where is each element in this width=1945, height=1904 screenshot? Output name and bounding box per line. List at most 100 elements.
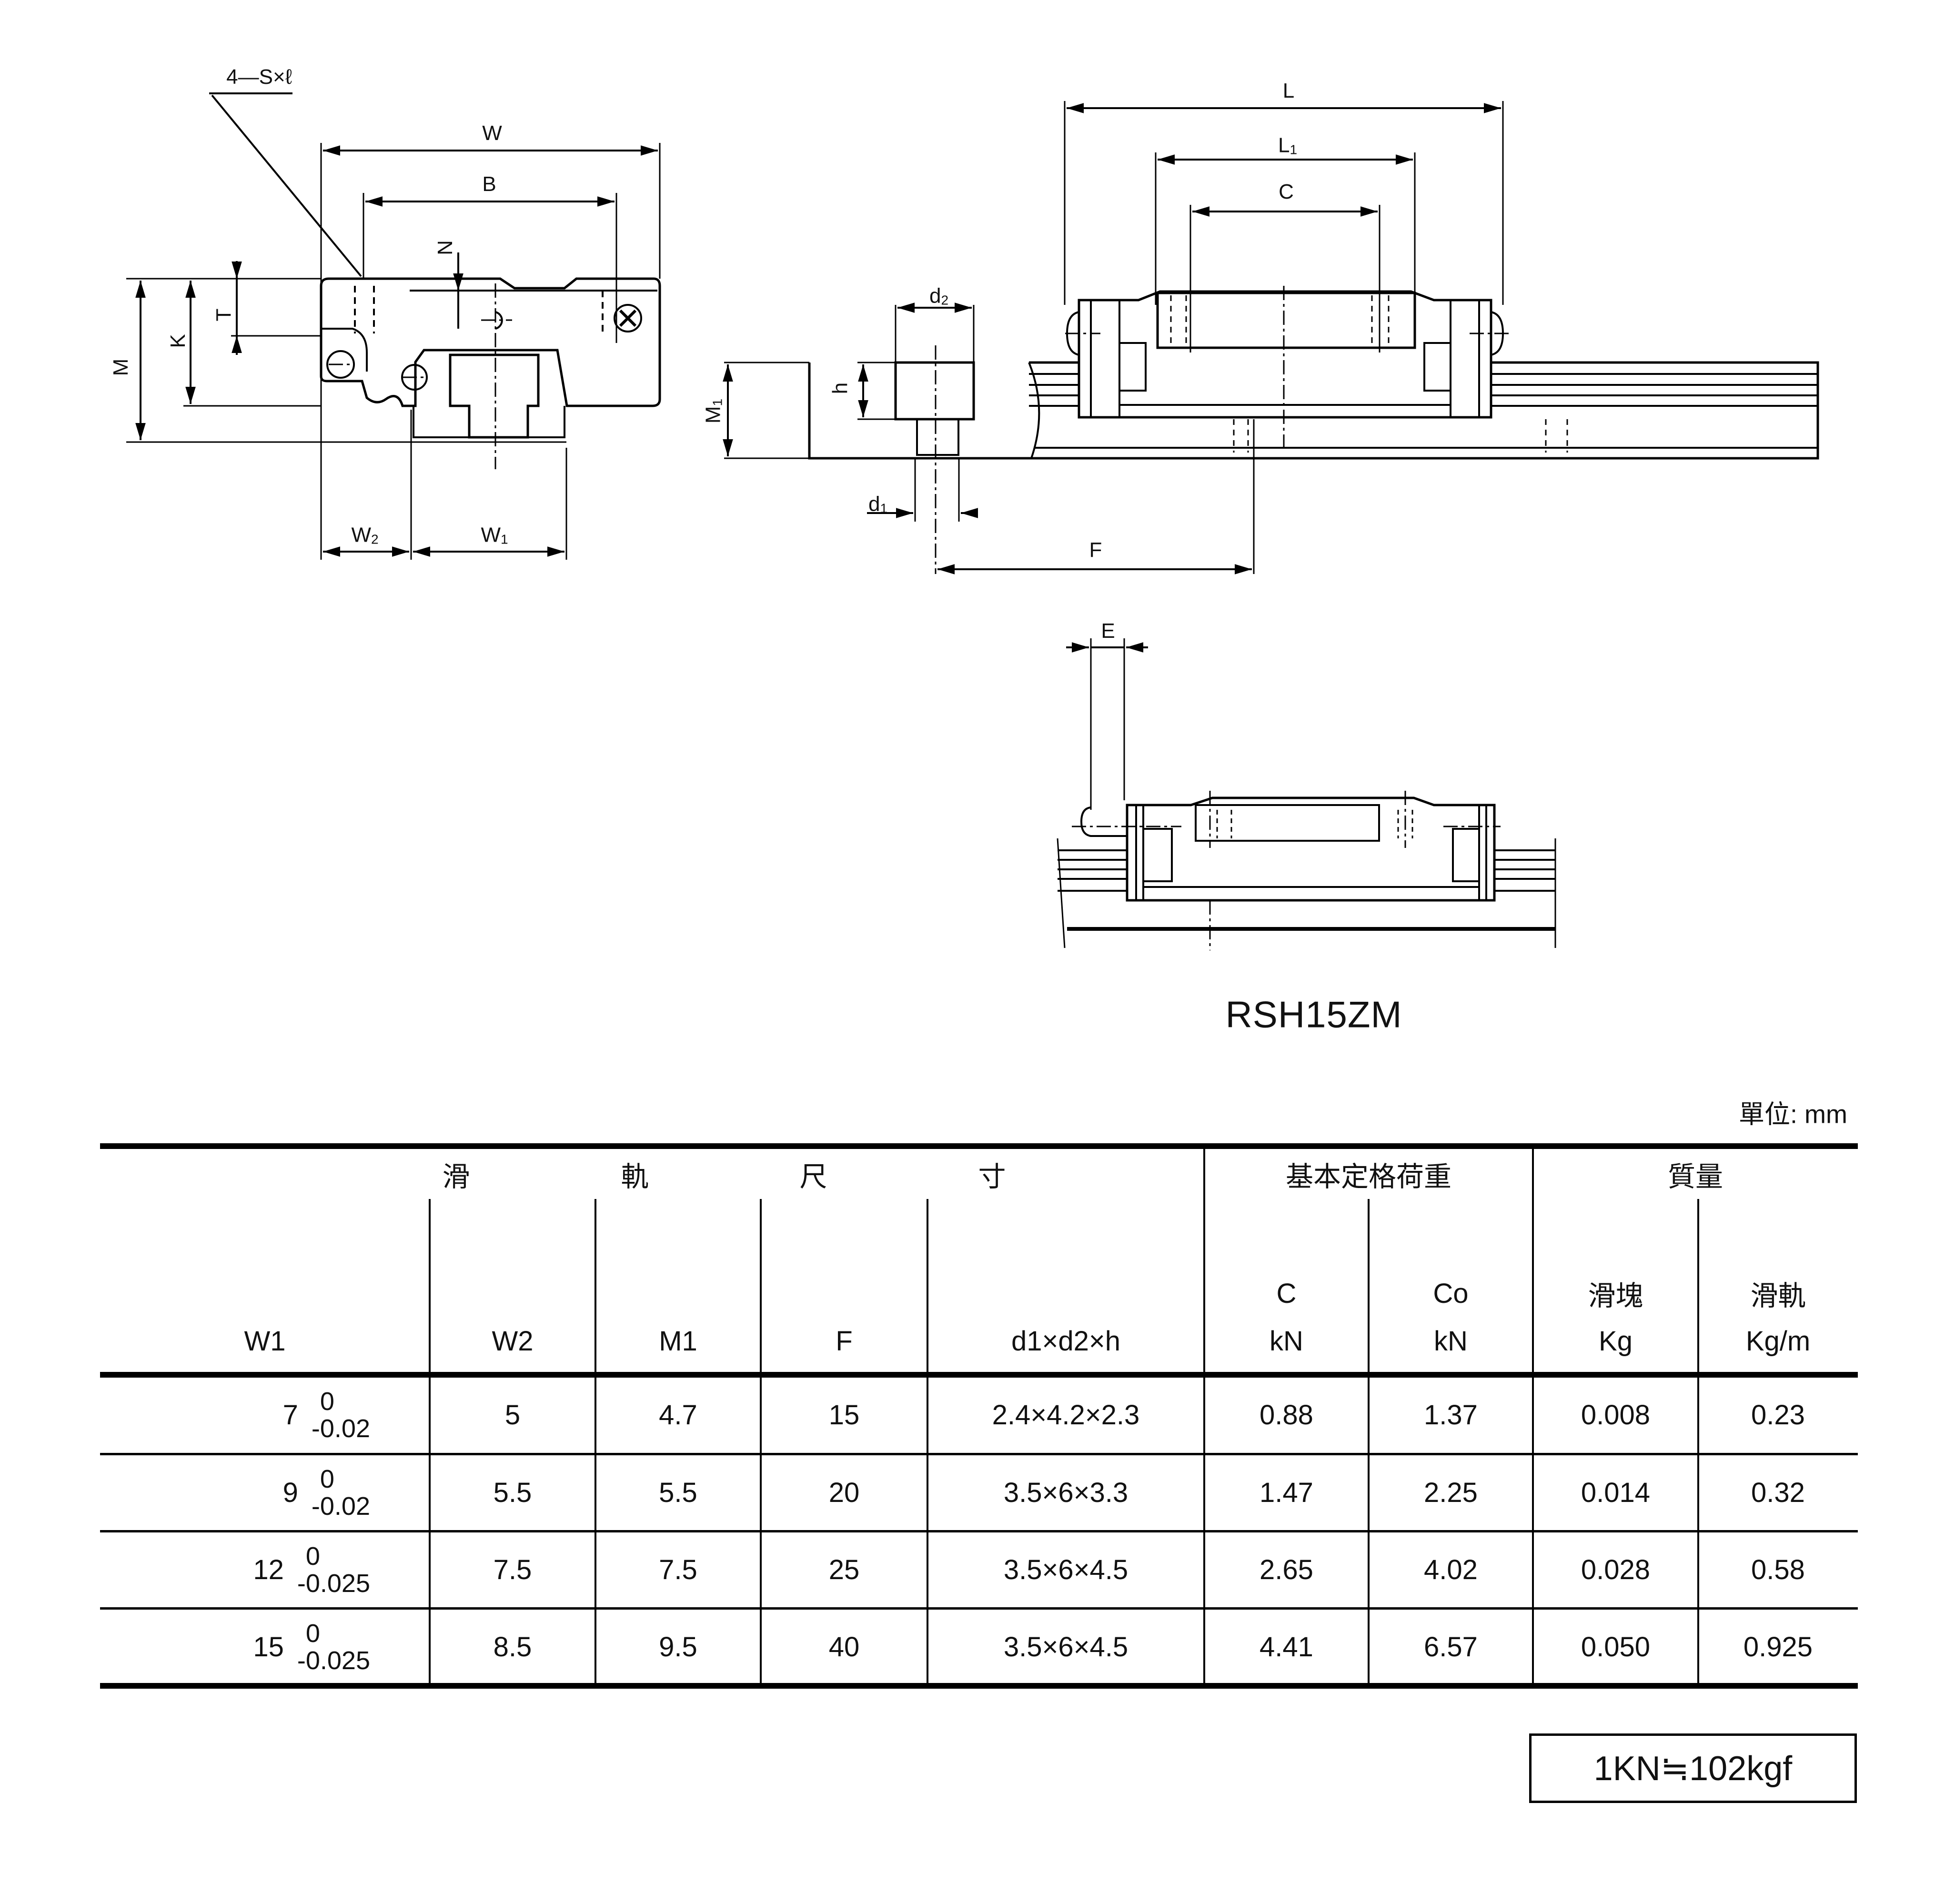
dim-label-h: h (828, 382, 852, 394)
cell-rail_mass: 0.23 (1751, 1400, 1805, 1431)
tapped-hole-hidden (354, 286, 604, 333)
column-header-f: F (836, 1325, 853, 1357)
cell-d1xd2xh: 2.4×4.2×2.3 (992, 1400, 1140, 1431)
group-header-char: 寸 (978, 1161, 1006, 1192)
cell-m1: 5.5 (659, 1477, 697, 1508)
cell-block_mass: 0.014 (1581, 1477, 1651, 1508)
w1-nominal-value: 7 (282, 1400, 298, 1431)
cell-c: 4.41 (1260, 1632, 1313, 1662)
column-divider (1697, 1199, 1699, 1685)
rail-side-outline (808, 361, 1819, 460)
dim-label-L1: L1 (1278, 135, 1297, 157)
dim-label-F: F (1089, 538, 1102, 562)
w1-tolerance: 0-0.02 (312, 1388, 370, 1442)
tolerance-lower: -0.025 (297, 1646, 370, 1675)
cell-rail_mass: 0.32 (1751, 1477, 1805, 1508)
block-side-outline (1078, 290, 1492, 419)
column-header-c: kN (1270, 1325, 1303, 1357)
cell-w2: 5 (504, 1400, 521, 1431)
variant-view-drawing (1057, 638, 1556, 950)
column-divider (760, 1199, 762, 1685)
w1-tolerance: 0-0.02 (312, 1466, 370, 1520)
tolerance-lower: -0.025 (297, 1569, 370, 1598)
ball-circle-left (326, 350, 355, 379)
cell-f: 40 (828, 1632, 860, 1662)
dim-label-d1: d1 (868, 494, 887, 515)
column-divider (429, 1199, 431, 1685)
column-divider (1532, 1148, 1534, 1685)
column-divider (1368, 1199, 1370, 1685)
cell-w2: 5.5 (493, 1477, 532, 1508)
table-top-rule (100, 1143, 1858, 1149)
column-header-co: kN (1434, 1325, 1468, 1357)
cell-rail_mass: 0.58 (1751, 1554, 1805, 1585)
tolerance-upper: 0 (320, 1464, 334, 1493)
dim-label-M1-main: M (701, 406, 725, 424)
hidden-holes (1170, 295, 1390, 345)
row-divider (100, 1453, 1858, 1455)
column-header-block_mass: Kg (1599, 1325, 1633, 1357)
cell-f: 25 (828, 1554, 860, 1585)
dim-label-B: B (482, 172, 496, 196)
cell-d1xd2xh: 3.5×6×4.5 (1003, 1554, 1129, 1585)
table-bottom-rule (100, 1683, 1858, 1689)
cell-block_mass: 0.050 (1581, 1632, 1651, 1662)
cell-w2: 8.5 (493, 1632, 532, 1662)
column-header-w1: W1 (244, 1325, 286, 1357)
tolerance-upper: 0 (320, 1387, 334, 1416)
dim-label-d1-sub: 1 (880, 501, 888, 516)
dim-label-d2-main: d (929, 284, 941, 308)
column-divider (927, 1199, 928, 1685)
column-divider (1203, 1148, 1205, 1685)
column-header-m1: M1 (659, 1325, 697, 1357)
cell-block_mass: 0.028 (1581, 1554, 1651, 1585)
dim-label-L1-main: L (1278, 133, 1290, 157)
dim-label-E: E (1101, 619, 1115, 643)
cell-rail_mass: 0.925 (1743, 1632, 1813, 1662)
dim-label-W2-main: W (351, 523, 371, 547)
dim-label-d2-sub: 2 (941, 292, 949, 308)
column-header-rail_mass-top: 滑軌 (1750, 1280, 1806, 1311)
dim-label-T: T (212, 308, 235, 322)
row-divider (100, 1530, 1858, 1532)
conversion-note: 1KN≒102kgf (1529, 1733, 1857, 1803)
cell-c: 0.88 (1260, 1400, 1313, 1431)
cell-m1: 7.5 (659, 1554, 697, 1585)
dim-label-M: M (109, 358, 132, 376)
block-outline (320, 277, 661, 407)
group-header-char: 軌 (621, 1161, 649, 1192)
cell-co: 1.37 (1424, 1400, 1478, 1431)
header-bottom-rule (100, 1372, 1858, 1378)
group-header-char: 滑 (442, 1161, 470, 1192)
tolerance-lower: -0.02 (311, 1414, 370, 1443)
cell-block_mass: 0.008 (1581, 1400, 1651, 1431)
callout-leader (209, 92, 362, 277)
callout-label-tapped-holes: 4—S×ℓ (226, 65, 292, 89)
column-divider (595, 1199, 596, 1685)
column-header-d1xd2xh: d1×d2×h (1011, 1325, 1121, 1357)
rail-profile (449, 353, 540, 439)
cell-d1xd2xh: 3.5×6×3.3 (1003, 1477, 1129, 1508)
group-header-rail-dimensions: 滑 軌 尺 寸 (367, 1153, 1081, 1196)
dim-label-W1-main: W (481, 523, 501, 547)
cell-m1: 9.5 (659, 1632, 697, 1662)
row-divider (100, 1607, 1858, 1610)
tolerance-upper: 0 (305, 1619, 320, 1648)
dim-label-M1-sub: 1 (710, 398, 725, 406)
cell-co: 6.57 (1424, 1632, 1478, 1662)
cell-c: 2.65 (1260, 1554, 1313, 1585)
cell-d1xd2xh: 3.5×6×4.5 (1003, 1632, 1129, 1662)
cell-w2: 7.5 (493, 1554, 532, 1585)
group-header-mass: 質量 (1667, 1161, 1723, 1192)
side-view-drawing (723, 101, 1819, 574)
cell-f: 15 (828, 1400, 860, 1431)
dim-label-N: N (433, 240, 457, 255)
column-header-c-top: C (1276, 1278, 1297, 1309)
grease-nipple (614, 304, 642, 332)
w1-nominal-value: 12 (253, 1554, 284, 1585)
group-header-load-rating: 基本定格荷重 (1285, 1161, 1451, 1192)
cell-m1: 4.7 (659, 1400, 697, 1431)
